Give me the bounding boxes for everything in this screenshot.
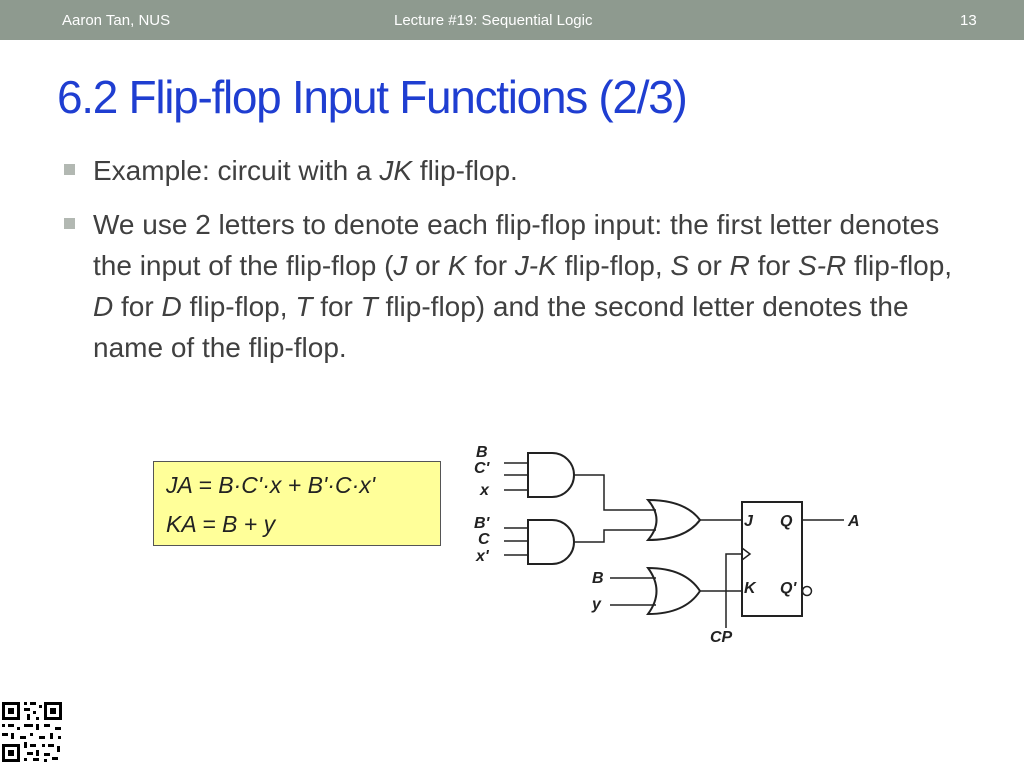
bullet-text: flip-flop, xyxy=(846,250,953,281)
bullet-text: Example: circuit with a xyxy=(93,155,380,186)
clock-cp-label: CP xyxy=(710,629,733,646)
ff-input-j-label: J xyxy=(744,513,754,530)
bullet-text: flip-flop. xyxy=(412,155,518,186)
bullet-text: for xyxy=(312,291,361,322)
bullet-text: flip-flop, xyxy=(181,291,296,322)
bullet-text: or xyxy=(689,250,730,281)
and1-input-label: B xyxy=(476,444,488,461)
and-gate-2 xyxy=(527,519,575,565)
bullet-text-italic: D xyxy=(161,291,182,322)
bullet-text-italic: J xyxy=(393,250,408,281)
wire xyxy=(725,553,742,628)
wire xyxy=(574,474,656,511)
equation-ka: KA = B + y xyxy=(166,511,276,537)
or-gate-1 xyxy=(645,498,702,542)
ff-output-q-label: Q xyxy=(780,513,793,530)
bullet-text-italic: K xyxy=(447,250,467,281)
inversion-bubble xyxy=(801,585,813,597)
bullet-text: flip-flop) and the second letter denotes… xyxy=(93,291,909,363)
or-gate-2 xyxy=(646,566,702,616)
and2-input-label: B' xyxy=(474,515,491,532)
equation-ja: JA = B·C'·x + B'·C·x' xyxy=(166,472,376,498)
or2-input-label: B xyxy=(592,570,604,587)
header-author: Aaron Tan, NUS xyxy=(62,12,171,29)
bullet-example: Example: circuit with a JK flip-flop. xyxy=(62,150,962,191)
bullet-text-italic: S xyxy=(670,250,690,281)
header-lecture-title: Lecture #19: Sequential Logic xyxy=(394,12,593,29)
or2-input-label: y xyxy=(591,596,602,613)
jk-flip-flop xyxy=(741,501,803,617)
bullet-list: Example: circuit with a JK flip-flop. We… xyxy=(62,150,962,368)
and2-input-label: C xyxy=(478,531,490,548)
wire xyxy=(574,529,656,543)
bullet-text: We use 2 letters to denote each flip-flo… xyxy=(93,209,940,281)
bullet-notation: We use 2 letters to denote each flip-flo… xyxy=(62,204,962,368)
ff-output-qbar-label: Q' xyxy=(780,580,797,597)
bullet-text: for xyxy=(113,291,162,322)
bullet-text-italic: D xyxy=(93,291,114,322)
bullet-text-italic: T xyxy=(295,291,313,322)
circuit-diagram: B C' x B' C x' B y J Q K Q' A CP xyxy=(474,444,860,646)
bullet-text-italic: T xyxy=(360,291,378,322)
header-page-number: 13 xyxy=(960,12,977,29)
bullet-text: flip-flop, xyxy=(556,250,671,281)
qr-code-icon xyxy=(0,700,64,764)
bullet-text-italic: JK xyxy=(379,155,413,186)
bullet-text: for xyxy=(749,250,799,281)
bullet-text-italic: J-K xyxy=(514,250,557,281)
slide-title: 6.2 Flip-flop Input Functions (2/3) xyxy=(57,71,688,123)
slide-header: Aaron Tan, NUS Lecture #19: Sequential L… xyxy=(0,0,1024,40)
and1-input-label: C' xyxy=(474,460,491,477)
clock-triangle xyxy=(741,547,752,561)
bullet-text-italic: R xyxy=(729,250,750,281)
bullet-text: for xyxy=(466,250,515,281)
output-a-label: A xyxy=(847,513,860,530)
and1-input-label: x xyxy=(479,482,490,499)
bullet-marker xyxy=(64,164,75,175)
bullet-text-italic: S-R xyxy=(798,250,847,281)
and2-input-label: x' xyxy=(475,548,490,565)
and-gate-1 xyxy=(527,452,575,498)
equation-box: JA = B·C'·x + B'·C·x' KA = B + y xyxy=(153,461,441,546)
bullet-text: or xyxy=(407,250,448,281)
bullet-marker xyxy=(64,218,75,229)
ff-input-k-label: K xyxy=(744,580,757,597)
